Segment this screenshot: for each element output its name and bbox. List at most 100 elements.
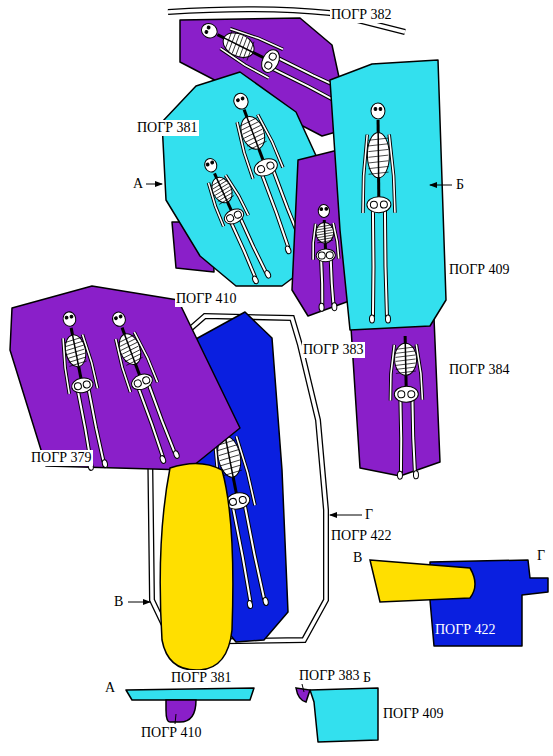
ribcage <box>394 343 417 376</box>
skull <box>62 311 77 328</box>
leg-bone <box>320 258 323 305</box>
ribcage <box>208 174 236 206</box>
spine <box>377 133 379 178</box>
pelvis <box>266 161 275 170</box>
foot-bone <box>369 315 374 323</box>
section-fill <box>126 688 254 700</box>
skull <box>206 163 210 167</box>
skull <box>325 207 328 210</box>
pelvis <box>70 376 94 394</box>
grave-label: Г <box>364 507 374 523</box>
pelvis <box>258 47 283 76</box>
pelvis <box>257 165 266 174</box>
grave-label: ПОГР 410 <box>140 725 203 741</box>
skeleton <box>103 307 185 465</box>
pelvis <box>133 379 142 388</box>
section-fill <box>296 688 310 702</box>
pelvis <box>394 386 418 402</box>
grave-label: ПОГР 409 <box>448 262 511 278</box>
foot-bone <box>173 450 180 459</box>
foot-bone <box>319 303 324 311</box>
grave-label: А <box>104 680 116 696</box>
foot-bone <box>159 455 166 464</box>
pelvis <box>316 249 336 263</box>
grave-label: ПОГР 410 <box>175 291 238 307</box>
foot-bone <box>284 245 291 254</box>
skull <box>70 315 73 318</box>
pelvis <box>142 376 151 385</box>
leg-bone <box>230 222 256 278</box>
foot-bone <box>413 471 418 479</box>
ribcage <box>367 132 389 178</box>
spine <box>125 334 136 364</box>
skull <box>205 30 209 34</box>
leader-line <box>302 684 304 692</box>
pelvis <box>129 371 154 392</box>
pelvis <box>74 382 82 390</box>
ribcage <box>237 113 269 152</box>
leg-bone <box>261 174 290 248</box>
section-arrow <box>430 185 452 186</box>
section-fill <box>370 560 475 602</box>
foot-bone <box>332 303 337 311</box>
skeleton <box>362 103 396 323</box>
grave-label: ПОГР 381 <box>136 120 199 136</box>
leg-bone <box>399 399 402 473</box>
leg-bone <box>331 258 334 305</box>
spine <box>405 343 407 375</box>
leg-bone <box>399 399 402 473</box>
foot-bone <box>385 315 390 323</box>
leg-bone <box>372 211 374 317</box>
pelvis <box>380 201 387 208</box>
skull <box>114 316 118 320</box>
spine <box>225 437 233 477</box>
grave-label: Г <box>536 548 546 564</box>
section-arrow <box>146 184 162 185</box>
skeleton <box>196 153 276 286</box>
grave-label: ПОГР 379 <box>30 450 93 466</box>
pelvis <box>398 391 405 398</box>
skull <box>241 97 245 101</box>
leg-bone <box>138 388 164 458</box>
foot-bone <box>247 600 253 609</box>
foot-bone <box>251 275 259 284</box>
grave-label: В <box>113 594 124 610</box>
spine <box>73 335 79 367</box>
foot-bone <box>264 270 272 279</box>
pelvis <box>370 201 377 208</box>
spine <box>324 222 326 243</box>
leader-line <box>175 714 176 724</box>
leg-bone <box>261 174 290 248</box>
skull <box>374 108 377 111</box>
pelvis <box>268 52 277 61</box>
skull <box>232 91 251 111</box>
leg-bone <box>232 508 251 603</box>
leg-bone <box>230 222 256 278</box>
leg-bone <box>320 258 323 305</box>
ribcage <box>316 222 334 243</box>
leg-bone <box>271 68 339 103</box>
pelvis <box>367 197 391 213</box>
pelvis <box>225 214 234 223</box>
skull <box>320 208 323 211</box>
leg-bone <box>138 388 164 458</box>
pelvis <box>222 206 246 227</box>
grave-label: Б <box>362 670 372 686</box>
section-arrow <box>128 602 150 603</box>
spine <box>217 178 228 202</box>
leg-bone <box>149 384 175 454</box>
grave-label: ПОГР 384 <box>448 362 511 378</box>
foot-bone <box>102 459 108 468</box>
foot-bone <box>262 597 268 606</box>
skull <box>318 204 330 217</box>
grave-pit <box>330 60 446 330</box>
grave-label: ПОГР 409 <box>382 706 445 722</box>
skeleton <box>311 204 341 311</box>
leg-bone <box>331 258 334 305</box>
grave-label: ПОГР 383 <box>298 668 361 684</box>
leg-bone <box>271 68 339 103</box>
arm-bone <box>362 135 368 213</box>
pelvis <box>239 496 247 504</box>
